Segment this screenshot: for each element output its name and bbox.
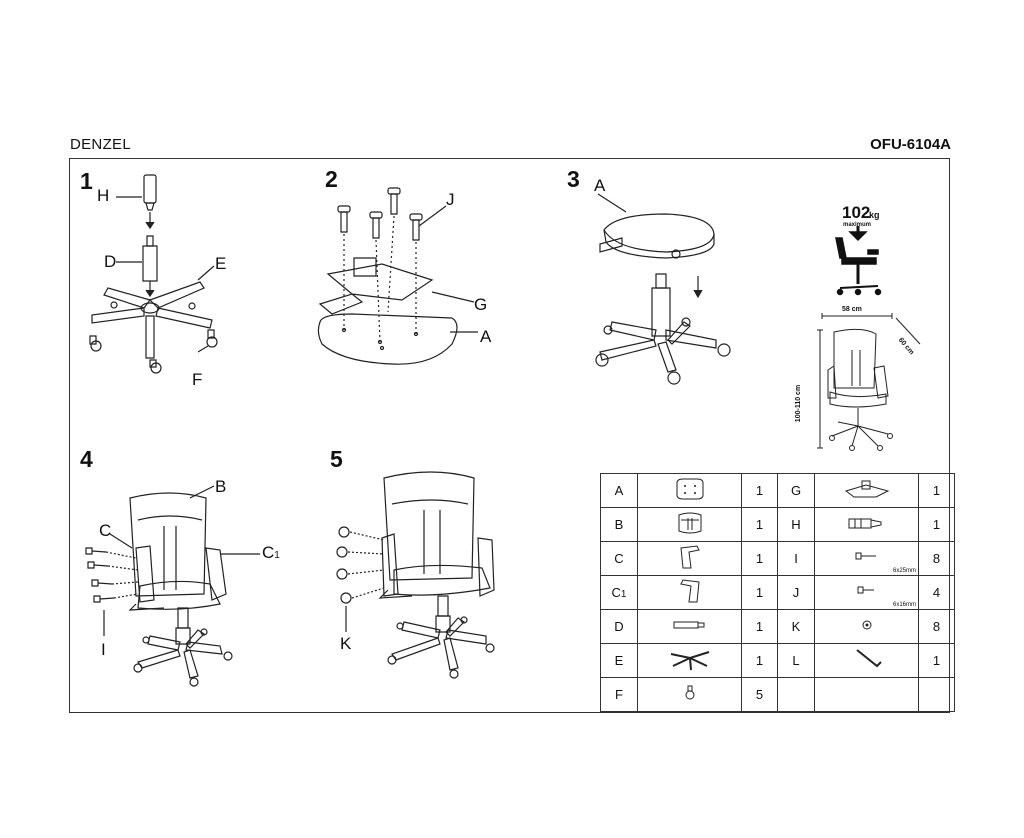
label-g: G	[474, 295, 488, 314]
step-2-number: 2	[325, 166, 338, 192]
part-qty: 5	[741, 677, 778, 712]
part-letter: C	[600, 541, 638, 576]
label-f: F	[192, 370, 203, 389]
part-qty: 1	[741, 473, 778, 508]
part-letter: C1	[600, 575, 638, 610]
empty-cell	[918, 677, 955, 712]
bolt-size-caption: 6x25mm	[892, 568, 916, 574]
table-row: B 1 H 1	[600, 507, 955, 542]
label-b: B	[215, 477, 227, 496]
height-dimension: 100-110 cm	[795, 384, 803, 423]
step-3-number: 3	[567, 166, 580, 192]
armrest-icon	[637, 575, 742, 610]
armrest-icon	[637, 541, 742, 576]
label-i: I	[101, 640, 106, 659]
brand-name: DENZEL	[70, 136, 131, 153]
star-base-icon	[637, 643, 742, 678]
gas-lift-icon	[637, 609, 742, 644]
gas-lift-cover-icon	[814, 507, 919, 542]
cap-icon	[814, 609, 919, 644]
part-letter: A	[600, 473, 638, 508]
part-letter: I	[777, 541, 815, 576]
label-c: C	[99, 521, 112, 540]
width-dimension: 58 cm	[842, 306, 862, 313]
part-qty: 1	[741, 575, 778, 610]
seat-icon	[637, 473, 742, 508]
part-qty: 8	[918, 541, 955, 576]
label-a-step2: A	[480, 327, 492, 346]
label-e: E	[215, 254, 227, 273]
model-code: OFU-6104A	[870, 136, 951, 153]
label-j: J	[446, 190, 455, 209]
label-k: K	[340, 634, 352, 653]
label-h: H	[97, 186, 110, 205]
label-d: D	[104, 252, 117, 271]
parts-list-table: A 1 G 1 B 1 H 1 C 1 I 6x25mm 8 C1 1 J	[600, 473, 955, 712]
caster-icon	[637, 677, 742, 712]
table-row: C1 1 J 6x16mm 4	[600, 575, 955, 610]
part-qty: 8	[918, 609, 955, 644]
part-qty: 1	[741, 609, 778, 644]
backrest-icon	[637, 507, 742, 542]
bolt-icon: 6x16mm	[814, 575, 919, 610]
table-row: D 1 K 8	[600, 609, 955, 644]
part-qty: 4	[918, 575, 955, 610]
part-letter: F	[600, 677, 638, 712]
part-letter: D	[600, 609, 638, 644]
step-5-number: 5	[330, 446, 343, 472]
empty-cell	[814, 677, 919, 712]
max-load-caption: maximum	[843, 222, 872, 228]
allen-key-icon	[814, 643, 919, 678]
table-row: A 1 G 1	[600, 473, 955, 508]
part-letter: J	[777, 575, 815, 610]
max-load-value: 102	[842, 203, 871, 222]
empty-cell	[777, 677, 815, 712]
part-qty: 1	[741, 643, 778, 678]
part-letter: B	[600, 507, 638, 542]
part-letter: H	[777, 507, 815, 542]
part-letter: L	[777, 643, 815, 678]
part-letter: K	[777, 609, 815, 644]
bolt-icon: 6x25mm	[814, 541, 919, 576]
part-letter: G	[777, 473, 815, 508]
dimension-chair-illustration	[808, 310, 928, 455]
step-2-illustration	[312, 182, 482, 372]
step-1-number: 1	[80, 168, 93, 194]
part-letter: E	[600, 643, 638, 678]
step-3-illustration	[586, 190, 746, 390]
bolt-size-caption: 6x16mm	[892, 602, 916, 608]
part-qty: 1	[918, 643, 955, 678]
label-c1: C1	[262, 543, 280, 562]
label-a-step3: A	[594, 176, 606, 195]
part-qty: 1	[741, 507, 778, 542]
table-row: E 1 L 1	[600, 643, 955, 678]
table-row: C 1 I 6x25mm 8	[600, 541, 955, 576]
part-qty: 1	[918, 507, 955, 542]
max-load-unit: kg	[869, 210, 880, 220]
mechanism-icon	[814, 473, 919, 508]
part-qty: 1	[918, 473, 955, 508]
step-1-illustration	[80, 170, 230, 385]
step-5-illustration	[332, 466, 512, 681]
table-row: F 5	[600, 677, 955, 712]
part-qty: 1	[741, 541, 778, 576]
step-4-number: 4	[80, 446, 93, 472]
instruction-frame	[69, 158, 950, 713]
step-4-illustration	[80, 486, 270, 681]
max-load-chair-icon	[828, 230, 888, 300]
